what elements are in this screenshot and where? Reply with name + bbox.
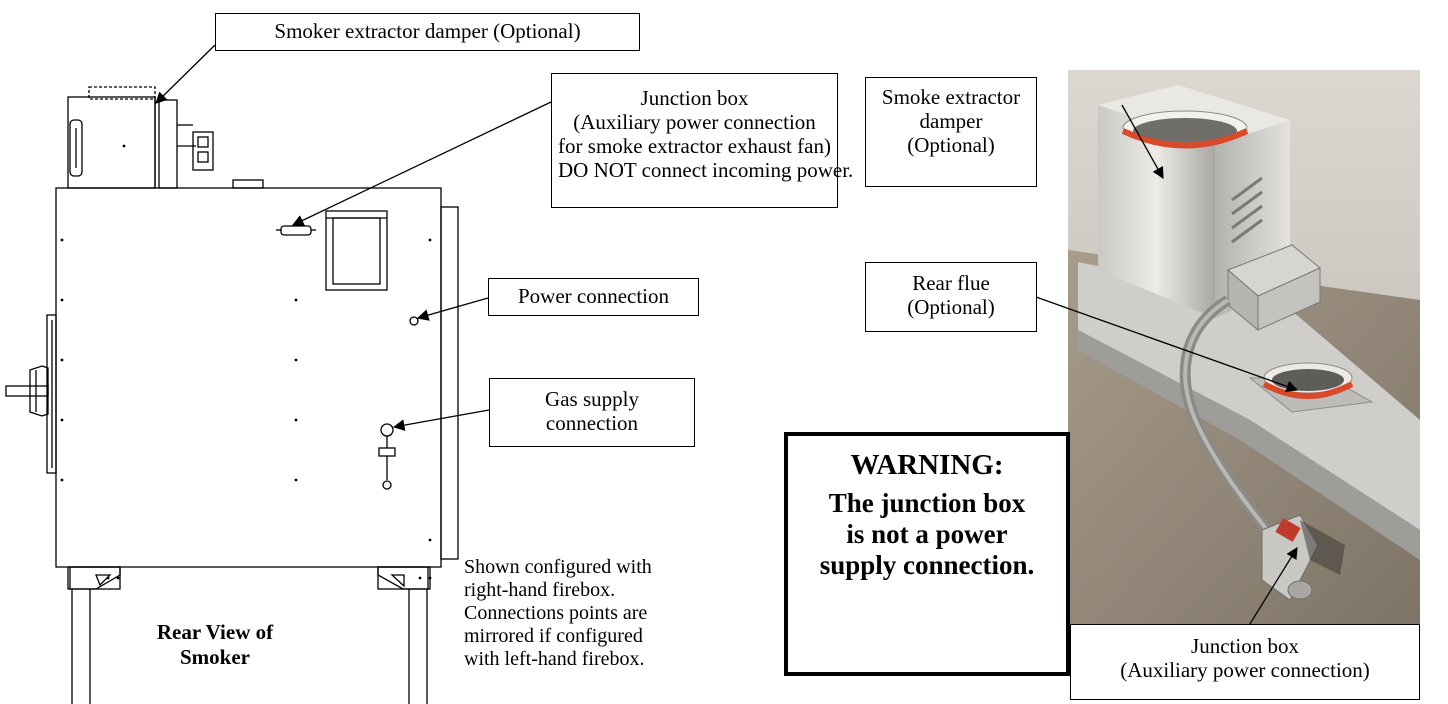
label-gas-supply: Gas supply connection — [489, 378, 695, 447]
configuration-note-line-3: Connections points are — [464, 602, 648, 624]
leader-lines — [155, 44, 1299, 649]
warning-box: WARNING: The junction box is not a power… — [784, 432, 1070, 676]
warning-line-3: supply connection. — [819, 550, 1035, 580]
smoke-extractor-damper-line-2: damper — [919, 109, 983, 133]
rear-view-title-line-1: Rear View of — [156, 620, 274, 644]
rear-view-title: Rear View of Smoker — [140, 620, 290, 670]
smoke-extractor-damper-line-3: (Optional) — [907, 133, 995, 157]
junction-box-left-line-2: (Auxiliary power connection — [573, 110, 816, 134]
label-smoke-extractor-damper-right: Smoke extractor damper (Optional) — [865, 77, 1037, 187]
junction-box-right-line-1: Junction box — [1191, 634, 1299, 658]
warning-title: WARNING: — [850, 449, 1004, 481]
junction-box-photo — [1068, 70, 1420, 624]
label-extractor-damper-top: Smoker extractor damper (Optional) — [215, 13, 640, 51]
configuration-note-line-1: Shown configured with — [464, 556, 652, 578]
label-junction-box-left: Junction box (Auxiliary power connection… — [551, 73, 854, 208]
configuration-note-line-2: right-hand firebox. — [464, 579, 616, 601]
label-junction-box-right: Junction box (Auxiliary power connection… — [1070, 624, 1420, 700]
junction-box-right-line-2: (Auxiliary power connection) — [1120, 658, 1370, 682]
warning-line-2: is not a power — [846, 519, 1008, 549]
rear-flue-line-2: (Optional) — [907, 295, 995, 319]
configuration-note-line-4: mirrored if configured — [464, 625, 643, 647]
smoker-rear-drawing — [5, 86, 459, 704]
junction-box-left-line-4: DO NOT connect incoming power. — [558, 158, 854, 182]
label-rear-flue: Rear flue (Optional) — [865, 262, 1037, 332]
gas-supply-line-1: Gas supply — [545, 387, 639, 411]
warning-line-1: The junction box — [828, 488, 1026, 518]
rear-flue-line-1: Rear flue — [912, 271, 990, 295]
configuration-note-line-5: with left-hand firebox. — [464, 648, 645, 670]
smoke-extractor-damper-line-1: Smoke extractor — [881, 85, 1021, 109]
rear-view-title-line-2: Smoker — [180, 645, 250, 669]
gas-supply-line-2: connection — [545, 411, 639, 435]
junction-box-left-line-3: for smoke extractor exhaust fan) — [558, 134, 831, 158]
label-power-connection: Power connection — [488, 278, 699, 316]
cabinet-rivets — [60, 144, 432, 580]
junction-box-left-line-1: Junction box — [640, 86, 749, 110]
configuration-note: Shown configured with right-hand firebox… — [464, 556, 734, 671]
